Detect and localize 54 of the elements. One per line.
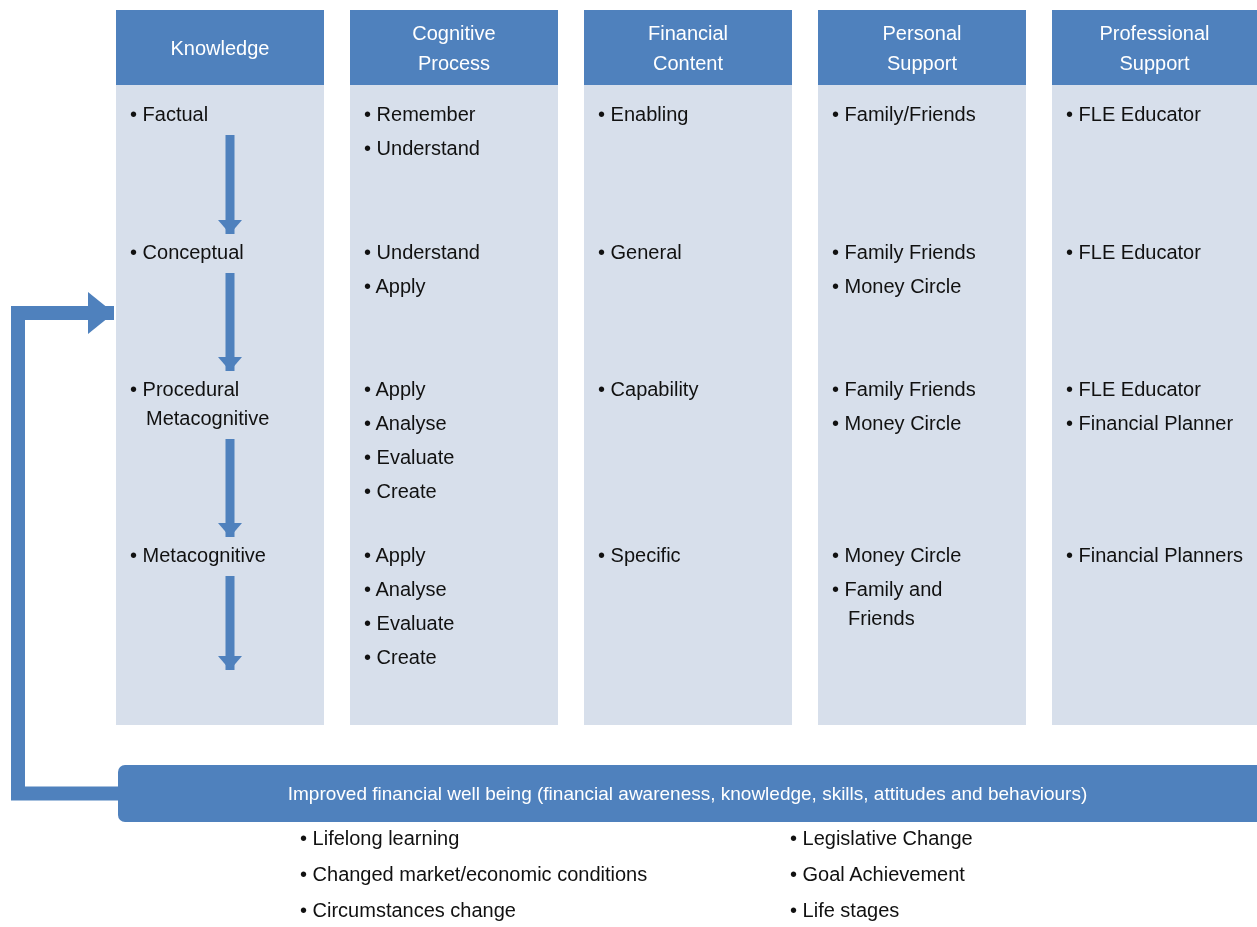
bullet-item: • Financial Planner	[1066, 411, 1235, 436]
bullet-item: • Enabling	[598, 100, 794, 129]
bullet-item: • Family/Friends	[832, 100, 1028, 129]
bullet-item: • Remember	[364, 102, 477, 127]
column-panel	[818, 10, 1026, 725]
bullet-item: • Procedural Metacognitive	[130, 375, 326, 433]
bullet-item: • Evaluate	[364, 445, 456, 470]
bullet-item: • Family Friends	[832, 377, 977, 402]
bullet-item: • Analyse	[364, 577, 448, 602]
bullet-item: • General	[598, 238, 794, 267]
arrow	[218, 273, 242, 371]
column-header: Knowledge	[116, 10, 324, 85]
column-panel	[350, 10, 558, 725]
arrow	[218, 439, 242, 537]
bullet-item: • Understand	[364, 240, 481, 265]
bullet-item: • Specific	[598, 541, 794, 570]
column-header: Financial Content	[584, 10, 792, 85]
bullet-item: • Analyse	[364, 411, 448, 436]
bullet-item: • Capability	[598, 375, 794, 404]
bullet-item: • Metacognitive	[130, 541, 326, 570]
column-panel	[584, 10, 792, 725]
bullet-item: • Family and Friends	[832, 577, 944, 631]
bullet-item: • Apply	[364, 377, 427, 402]
arrow	[218, 135, 242, 234]
column-header: Cognitive Process	[350, 10, 558, 85]
bullet-item: • Money Circle	[832, 411, 963, 436]
bullet-item: • Apply	[364, 543, 427, 568]
column-panel	[1052, 10, 1257, 725]
bullet-item: • Create	[364, 645, 438, 670]
bullet-item: • Understand	[364, 136, 481, 161]
bullet-item: • FLE Educator	[1066, 100, 1257, 129]
bullet-item: • Conceptual	[130, 238, 326, 267]
column-header: Professional Support	[1052, 10, 1257, 85]
bullet-item: • Legislative Change	[790, 826, 973, 851]
bullet-item: • FLE Educator	[1066, 377, 1202, 402]
bullet-item: • Factual	[130, 100, 326, 129]
bullet-item: • Family Friends	[832, 240, 977, 265]
bullet-item: • Lifelong learning	[300, 826, 460, 851]
bullet-item: • Financial Planners	[1066, 541, 1257, 570]
bullet-item: • Apply	[364, 274, 427, 299]
column-header: Personal Support	[818, 10, 1026, 85]
arrow	[11, 292, 118, 801]
bullet-item: • Money Circle	[832, 274, 963, 299]
banner-bar: Improved financial well being (financial awareness, knowledge, skills, attitudes and behaviours)	[118, 765, 1257, 822]
bullet-item: • Evaluate	[364, 611, 456, 636]
bullet-item: • FLE Educator	[1066, 238, 1257, 267]
arrow	[218, 576, 242, 670]
bullet-item: • Circumstances change	[300, 898, 516, 923]
column-panel	[116, 10, 324, 725]
bullet-item: • Money Circle	[832, 543, 963, 568]
bullet-item: • Create	[364, 479, 438, 504]
bullet-item: • Goal Achievement	[790, 862, 965, 887]
bullet-item: • Changed market/economic conditions	[300, 862, 648, 887]
bullet-item: • Life stages	[790, 898, 900, 923]
